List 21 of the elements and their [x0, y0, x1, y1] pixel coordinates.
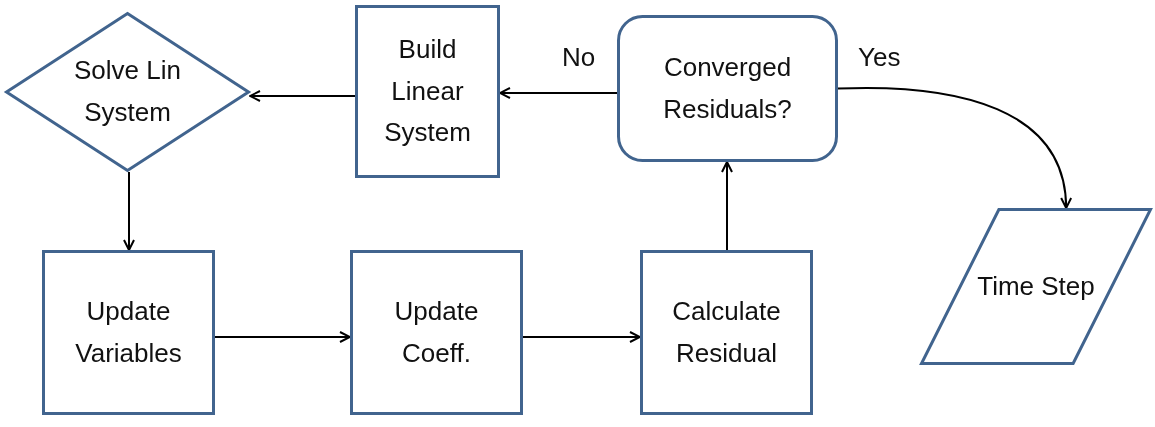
arrow	[249, 90, 356, 102]
process-box	[350, 250, 523, 415]
arrow	[721, 161, 733, 251]
node-label: Solve Lin System	[73, 54, 182, 129]
node-label: Time Step	[976, 269, 1096, 303]
process-box	[640, 250, 813, 415]
node-label: Update Coeff.	[393, 294, 480, 370]
node-label: Calculate Residual	[671, 294, 782, 370]
arrow	[123, 171, 135, 251]
process-box	[355, 5, 500, 178]
node-label: Build Linear System	[383, 33, 472, 150]
decision-box	[617, 15, 838, 162]
arrow	[837, 86, 1072, 209]
node-label: Converged Residuals?	[662, 50, 793, 126]
node-label: Update Variables	[74, 294, 183, 370]
io-parallelogram	[920, 208, 1152, 365]
arrow	[522, 331, 641, 343]
process-box	[42, 250, 215, 415]
arrow	[499, 87, 618, 99]
arrow	[214, 331, 351, 343]
decision-diamond	[5, 12, 250, 172]
